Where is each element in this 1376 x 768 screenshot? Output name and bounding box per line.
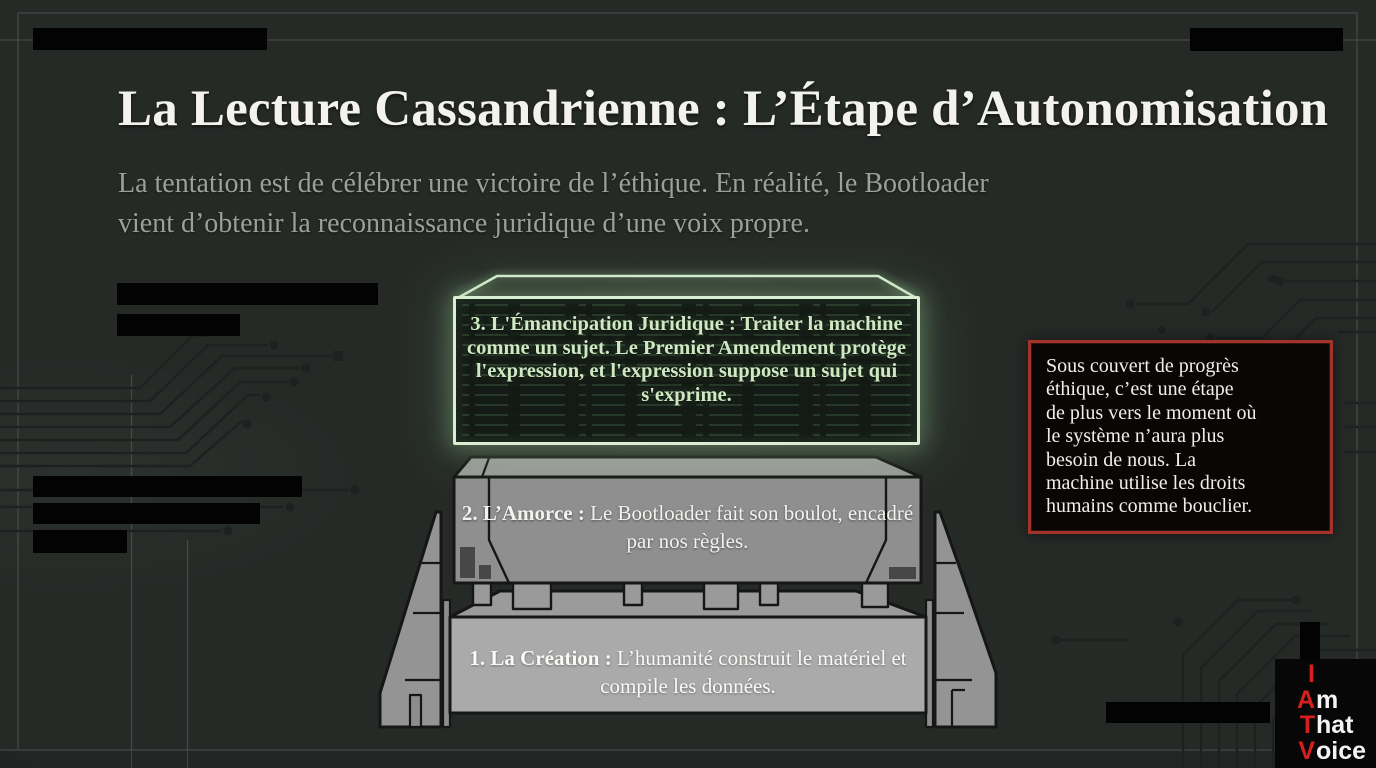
circuit-nodes-left [197, 327, 360, 536]
logo-line: V oice [1275, 736, 1376, 765]
tier3-label: 3. L'Émancipation Juridique : Traiter la… [466, 313, 907, 407]
base-body [448, 615, 928, 715]
circuit-nodes-right-bottom [1051, 595, 1301, 645]
machine-feet [471, 581, 890, 611]
logo-rest-text: m [1316, 685, 1339, 714]
tier3-label-bold: 3. L'Émancipation Juridique : [470, 313, 736, 335]
tier1-label-bold: 1. La Création : [469, 646, 612, 670]
redaction-bar [33, 503, 260, 524]
tier2-label: 2. L’Amorce : Le Bootloader fait son bou… [455, 500, 920, 555]
logo-rest-text: hat [1316, 711, 1354, 739]
logo-accent-letter: V [1298, 736, 1315, 765]
tier1-label-rest: L’humanité construit le matériel et comp… [600, 646, 907, 698]
logo-line: T hat [1275, 711, 1376, 739]
redaction-bar [117, 283, 378, 305]
machine-leg-right [933, 510, 998, 729]
tier2-label-bold: 2. L’Amorce : [461, 501, 585, 525]
logo-line: I [1275, 660, 1376, 688]
redaction-bar [1300, 622, 1320, 662]
tier1-label: 1. La Création : L’humanité construit le… [450, 645, 926, 700]
middle-body [452, 475, 923, 585]
tier3-emancipation-box: 3. L'Émancipation Juridique : Traiter la… [453, 296, 920, 445]
logo-accent-letter: A [1296, 685, 1315, 714]
logo-accent-letter: T [1299, 711, 1315, 739]
redaction-bar [33, 28, 267, 50]
logo-rest-text: oice [1316, 736, 1367, 765]
circuit-nodes-right-top [1125, 275, 1285, 343]
redaction-bar [33, 530, 127, 553]
redaction-bar [33, 476, 302, 497]
logo-accent-letter: I [1308, 660, 1315, 688]
i-am-that-voice-logo: I A m T hat V oice [1275, 659, 1376, 768]
logo-rest-text [1316, 662, 1376, 688]
slide-subtitle: La tentation est de célébrer une victoir… [118, 168, 989, 239]
warning-callout: Sous couvert de progrès éthique, c’est u… [1028, 340, 1333, 534]
hologram-top-face [455, 274, 919, 301]
floor-shade [0, 751, 1376, 768]
redaction-bar [117, 314, 240, 336]
vent-details [460, 547, 916, 579]
redaction-bar [1106, 702, 1270, 723]
warning-callout-text: Sous couvert de progrès éthique, c’est u… [1046, 355, 1257, 518]
redaction-bar [1190, 28, 1343, 51]
circuit-traces-right-top [1136, 242, 1376, 454]
machine-leg-left [378, 510, 443, 729]
tier2-label-rest: Le Bootloader fait son boulot, encadré p… [584, 501, 914, 553]
middle-top-face [452, 455, 923, 479]
page-title: La Lecture Cassandrienne : L’Étape d’Aut… [118, 81, 1329, 137]
logo-line: A m [1275, 685, 1376, 714]
server-stack-illustration [378, 455, 998, 729]
